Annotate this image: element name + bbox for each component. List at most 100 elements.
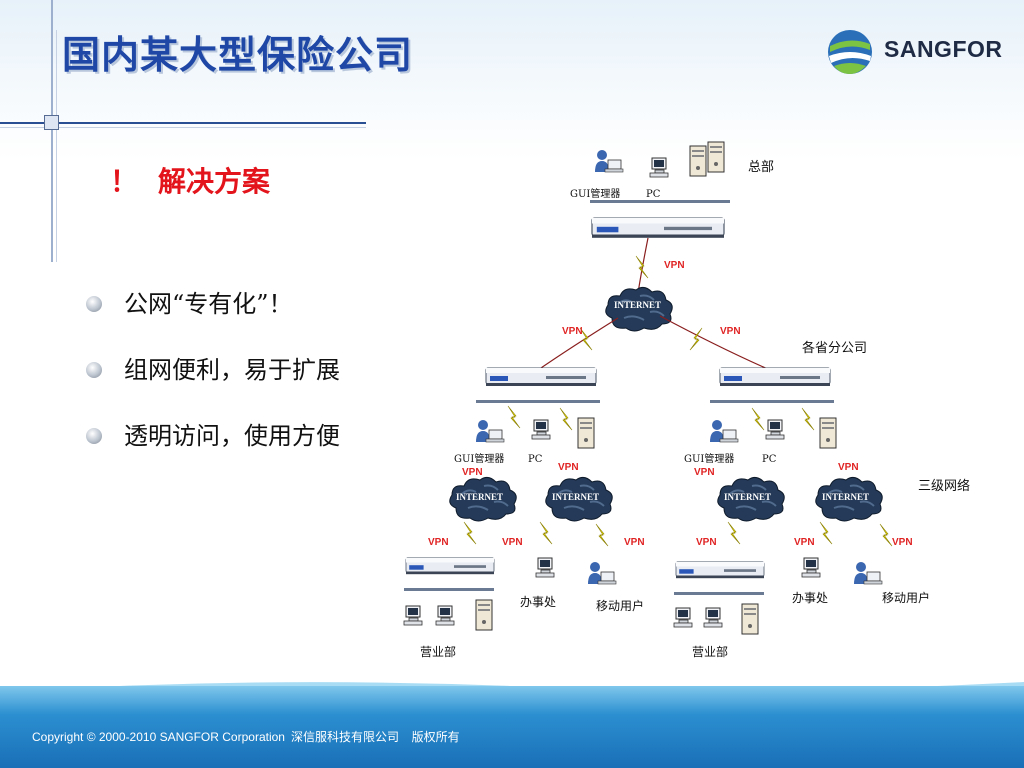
hq-gui-label: GUI管理器: [570, 187, 620, 200]
vpn-label: VPN: [502, 537, 523, 548]
branch-pc-icon: [531, 419, 551, 440]
sales-dept-right-group: 营业部: [673, 561, 765, 659]
decor-horizontal-line-thin: [0, 127, 366, 128]
bullet-text: 公网“专有化”！: [124, 290, 293, 318]
sales-vpn-gateway: [675, 561, 765, 579]
vpn-label: VPN: [696, 537, 717, 548]
decor-horizontal-line: [0, 122, 366, 124]
lightning-icon: [689, 327, 703, 351]
footer-band: [0, 686, 1024, 768]
branch-gui-label: GUI管理器: [454, 452, 504, 465]
sales-server-icon: [475, 599, 493, 631]
solution-heading: ！ 解决方案: [110, 160, 270, 200]
mobile-user-label: 移动用户: [882, 590, 930, 605]
lightning-icon: [539, 521, 553, 545]
lightning-icon: [751, 407, 765, 431]
office-label: 办事处: [792, 590, 828, 605]
decor-vertical-line: [51, 0, 53, 262]
internet-label: INTERNET: [552, 492, 599, 502]
bullet-text: 组网便利，易于扩展: [124, 356, 340, 384]
network-diagram: GUI管理器 PC 总部 VPN INTERNET VPN VPN 各省分公司 …: [403, 141, 970, 659]
copyright-rights: 版权所有: [411, 730, 460, 744]
sales-pc-icon: [673, 607, 693, 628]
sales-dept-label: 营业部: [420, 644, 456, 659]
mobile-user-icon: [587, 561, 617, 585]
branch-pc-icon: [765, 419, 785, 440]
sales-server-icon: [741, 603, 759, 635]
lightning-icon: [559, 407, 573, 431]
internet-label: INTERNET: [822, 492, 869, 502]
vpn-label: VPN: [838, 462, 859, 473]
lightning-icon: [595, 523, 609, 547]
branch-left-group: GUI管理器 PC: [454, 367, 600, 465]
hq-group: GUI管理器 PC 总部: [570, 141, 774, 239]
branch-right-vpn-link: [659, 315, 771, 371]
vpn-label: VPN: [892, 537, 913, 548]
sales-lan-bar: [404, 588, 494, 591]
sales-dept-label: 营业部: [692, 644, 728, 659]
vpn-label: VPN: [694, 467, 715, 478]
branch-pc-label: PC: [528, 454, 543, 465]
branch-vpn-gateway: [485, 367, 597, 387]
branch-lan-bar: [710, 400, 834, 403]
slide-title: 国内某大型保险公司: [62, 33, 414, 77]
sales-lan-bar: [674, 592, 764, 595]
branch-gui-label: GUI管理器: [684, 452, 734, 465]
bullet-item: 组网便利，易于扩展: [86, 351, 340, 417]
lightning-icon: [635, 255, 649, 279]
branch-gui-manager-icon: [709, 419, 739, 443]
copyright-company: 深信服科技有限公司: [290, 730, 399, 744]
branch-label: 各省分公司: [802, 340, 867, 356]
internet-label: INTERNET: [614, 300, 661, 310]
lightning-icon: [727, 521, 741, 545]
sangfor-logo-text: SANGFOR: [884, 36, 1003, 62]
sales-pc-icon: [435, 605, 455, 626]
copyright-text: Copyright © 2000-2010 SANGFOR Corporatio…: [32, 728, 466, 745]
bullet-icon: [86, 362, 102, 378]
hq-lan-bar: [590, 200, 730, 203]
solution-heading-text: 解决方案: [158, 165, 271, 198]
mobile-user-icon: [853, 561, 883, 585]
hq-pc-label: PC: [646, 189, 661, 200]
branch-server-icon: [819, 417, 837, 449]
lightning-icon: [801, 407, 815, 431]
branch-lan-bar: [476, 400, 600, 403]
header-background: [0, 0, 1024, 160]
branch-pc-label: PC: [762, 454, 777, 465]
decor-vertical-line-thin: [56, 30, 57, 262]
vpn-label: VPN: [624, 537, 645, 548]
vpn-label: VPN: [558, 462, 579, 473]
branch-gui-manager-icon: [475, 419, 505, 443]
branch-vpn-gateway: [719, 367, 831, 387]
branch-server-icon: [577, 417, 595, 449]
sales-vpn-gateway: [405, 557, 495, 575]
sales-dept-left-group: 营业部: [403, 557, 495, 659]
vpn-label: VPN: [720, 326, 741, 337]
office-label: 办事处: [520, 594, 556, 609]
vpn-label: VPN: [664, 260, 685, 271]
branch-right-group: GUI管理器 PC: [684, 367, 837, 465]
hq-server-icon: [707, 141, 725, 173]
hq-server-icon: [689, 145, 707, 177]
internet-label: INTERNET: [456, 492, 503, 502]
hq-label: 总部: [748, 160, 774, 175]
bullet-icon: [86, 428, 102, 444]
vpn-label: VPN: [462, 467, 483, 478]
exclamation-mark: ！: [110, 165, 139, 198]
sales-pc-icon: [403, 605, 423, 626]
bullet-icon: [86, 296, 102, 312]
lightning-icon: [507, 405, 521, 429]
branch-left-vpn-link: [537, 317, 619, 371]
lightning-icon: [463, 521, 477, 545]
mobile-user-label: 移动用户: [596, 598, 644, 613]
sangfor-globe-icon: [828, 30, 872, 74]
bullet-item: 公网“专有化”！: [86, 285, 340, 351]
vpn-label: VPN: [428, 537, 449, 548]
bullet-text: 透明访问，使用方便: [124, 422, 340, 450]
hq-pc-icon: [649, 157, 669, 178]
office-pc-icon: [801, 557, 821, 578]
bullet-list: 公网“专有化”！ 组网便利，易于扩展 透明访问，使用方便: [86, 285, 340, 483]
sangfor-logo: [828, 30, 872, 74]
office-pc-icon: [535, 557, 555, 578]
level3-label: 三级网络: [918, 478, 970, 494]
